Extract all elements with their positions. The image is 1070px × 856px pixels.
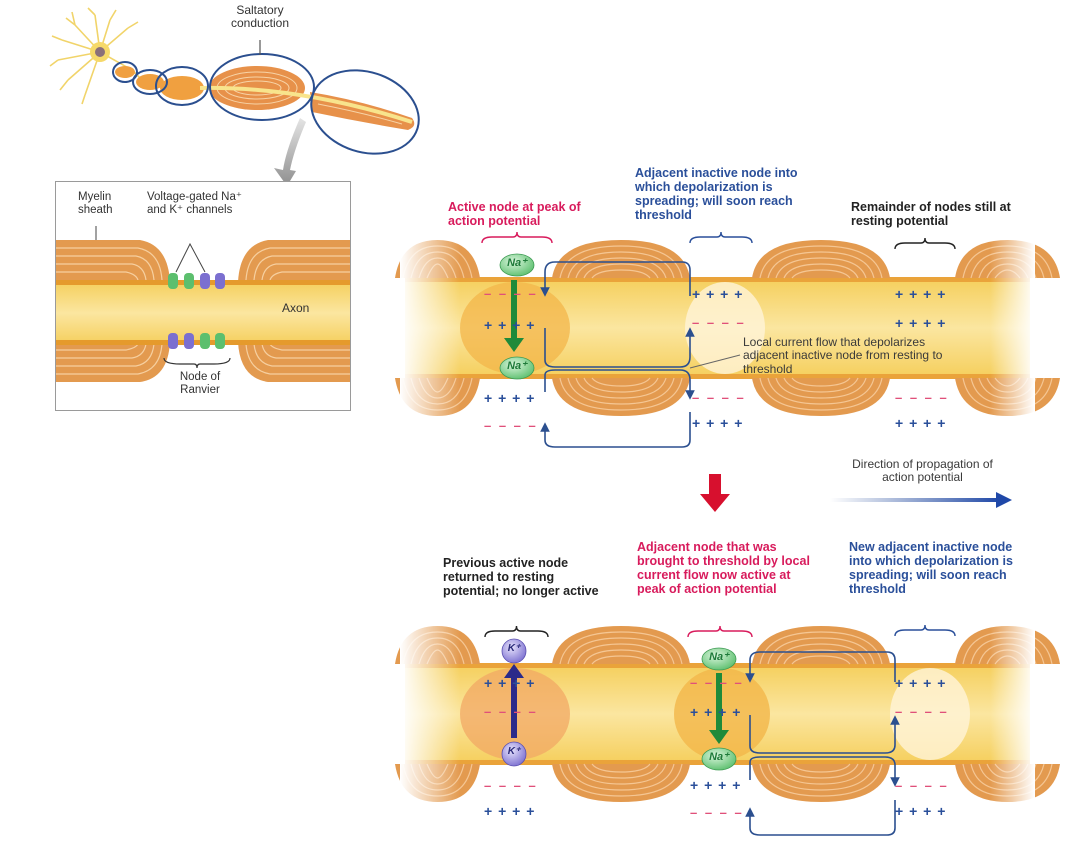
charge-inside-top-now-active: + + + +: [690, 704, 742, 720]
myelin-segment: [552, 240, 690, 278]
charge-outside-bottom-previous: + + + +: [484, 803, 536, 819]
charge-outside-top-now-active: – – – –: [690, 675, 744, 690]
na-ion-bottom-label: Na⁺: [507, 360, 527, 372]
charge-inside-bottom-new-adjacent: – – – –: [895, 778, 949, 793]
charge-inside-bottom-active: + + + +: [484, 390, 536, 406]
k-ion-top-label: K⁺: [507, 643, 521, 654]
node-brace: [163, 357, 231, 369]
charge-outside-top-active: – – – –: [484, 286, 538, 301]
myelin-segment: [752, 378, 890, 416]
charge-inside-bottom-remainder: – – – –: [895, 390, 949, 405]
na-ion-bottom-label-2: Na⁺: [709, 751, 729, 763]
myelin-segment: [752, 240, 890, 278]
propagation-direction-label: Direction of propagation of action poten…: [852, 457, 993, 485]
charge-inside-bottom-previous: – – – –: [484, 778, 538, 793]
charge-inside-top-new-adjacent: – – – –: [895, 704, 949, 719]
previous-node-brace: [484, 625, 549, 638]
charge-outside-top-previous: + + + +: [484, 675, 536, 691]
adjacent-inactive-node-label: Adjacent inactive node into which depola…: [635, 166, 798, 222]
current-loop-outer-bottom: [540, 412, 691, 448]
axon-membrane-bottom: [405, 374, 1030, 379]
saltatory-conduction-label: Saltatory conduction: [230, 3, 290, 31]
axon-membrane-top: [405, 277, 1030, 282]
zoom-pointer-arrow: [274, 118, 306, 186]
current-loop-inner-bottom: [544, 369, 695, 400]
myelin-segment: [552, 764, 690, 802]
na-influx-arrow: [504, 280, 524, 352]
current-loop-inner-top-2: [749, 715, 900, 754]
charge-inside-bottom-now-active: + + + +: [690, 777, 742, 793]
na-ion-top-label: Na⁺: [507, 257, 527, 269]
charge-inside-top-adjacent: – – – –: [692, 315, 746, 330]
na-ion-bottom: [499, 356, 535, 380]
dendrites: [49, 7, 141, 105]
current-loop-inner-bottom-2: [749, 756, 900, 787]
na-ion-top-2: [701, 647, 737, 671]
active-node-brace: [481, 231, 553, 244]
current-loop-inner-top: [544, 327, 695, 368]
current-label-pointer: [689, 354, 741, 369]
propagation-arrow-head: [996, 492, 1012, 508]
active-node-label: Active node at peak of action potential: [448, 200, 581, 228]
charge-outside-bottom-adjacent: + + + +: [692, 415, 744, 431]
propagation-arrow-shaft: [830, 498, 1000, 502]
current-loop-outer-top-2: [745, 651, 896, 683]
local-current-flow-label: Local current flow that depolarizes adja…: [743, 335, 943, 376]
voltage-gated-channels-label: Voltage-gated Na⁺ and K⁺ channels: [147, 191, 242, 216]
remainder-nodes-brace: [894, 237, 956, 250]
nucleus: [95, 47, 105, 57]
myelin-segment: [752, 764, 890, 802]
myelin-segment: [552, 626, 690, 664]
na-influx-arrow-2: [709, 673, 729, 744]
previous-active-node-label: Previous active node returned to resting…: [443, 556, 599, 598]
axon-label: Axon: [282, 301, 310, 315]
charge-inside-top-remainder: + + + +: [895, 315, 947, 331]
k-efflux-arrow: [504, 664, 524, 738]
charge-outside-top-adjacent: + + + +: [692, 286, 744, 302]
node-of-ranvier-label: Node of Ranvier: [179, 371, 221, 396]
k-ion-bottom: [501, 741, 527, 767]
charge-outside-bottom-active: – – – –: [484, 418, 538, 433]
charge-inside-bottom-adjacent: – – – –: [692, 390, 746, 405]
ion-channels-top: [168, 273, 225, 289]
step-down-arrow: [700, 474, 730, 512]
na-ion-bottom-2: [701, 747, 737, 771]
now-active-brace: [687, 625, 753, 638]
inset-axon: [56, 226, 350, 382]
charge-outside-bottom-now-active: – – – –: [690, 805, 744, 820]
new-adjacent-brace: [894, 624, 956, 637]
myelin-segment: [752, 626, 890, 664]
na-ion-top: [499, 253, 535, 277]
node-glow: [685, 282, 765, 374]
node-glow: [890, 668, 970, 760]
now-active-node-label: Adjacent node that was brought to thresh…: [637, 540, 810, 596]
na-ion-top-label-2: Na⁺: [709, 651, 729, 663]
myelin-segment: [552, 378, 690, 416]
charge-inside-top-active: + + + +: [484, 317, 536, 333]
charge-outside-bottom-remainder: + + + +: [895, 415, 947, 431]
charge-outside-top-new-adjacent: + + + +: [895, 675, 947, 691]
myelin-sheath-label: Myelin sheath: [78, 191, 113, 216]
k-ion-top: [501, 638, 527, 664]
k-ion-bottom-label: K⁺: [507, 746, 521, 757]
remainder-nodes-label: Remainder of nodes still at resting pote…: [851, 200, 1011, 228]
current-loop-outer-top: [540, 261, 691, 297]
ion-channels-bottom: [168, 333, 225, 349]
adjacent-node-brace: [689, 231, 753, 244]
charge-inside-top-previous: – – – –: [484, 704, 538, 719]
charge-outside-top-remainder: + + + +: [895, 286, 947, 302]
saltatory-loops: [112, 53, 420, 155]
neuron-overview: [49, 7, 420, 186]
charge-outside-bottom-new-adjacent: + + + +: [895, 803, 947, 819]
current-loop-outer-bottom-2: [745, 800, 896, 836]
new-adjacent-node-label: New adjacent inactive node into which de…: [849, 540, 1013, 596]
